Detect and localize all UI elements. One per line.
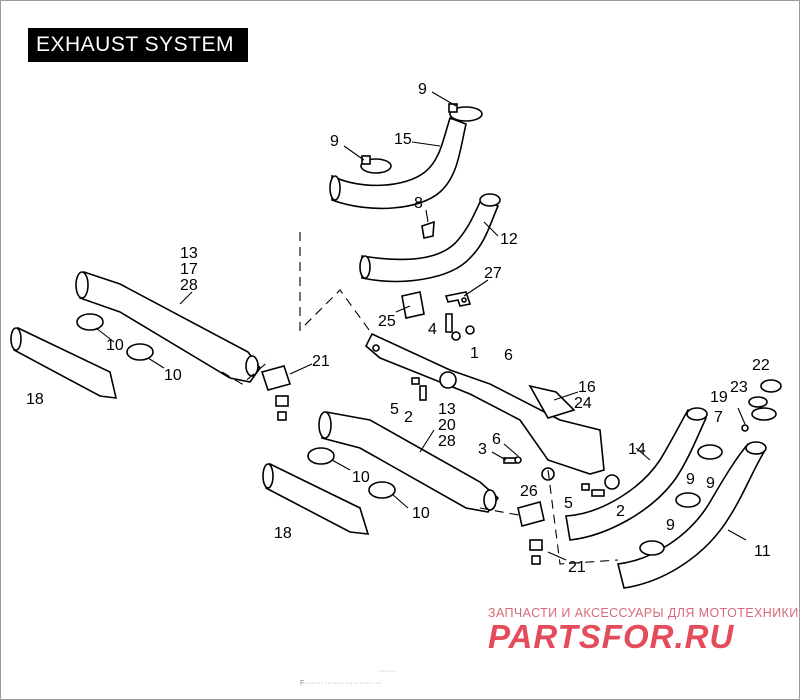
head-pipe-14 [565,407,708,541]
callout-10: 10 [412,505,430,522]
muffler-upper [75,270,261,383]
page-title: EXHAUST SYSTEM [28,28,248,62]
callout-16: 16 [578,379,596,396]
head-pipe-11 [617,441,767,589]
callout-5: 5 [564,495,573,512]
clamp-9-right-c [639,540,665,556]
callout-27: 27 [484,265,502,282]
callout-5: 5 [390,401,399,418]
callout-24: 24 [574,395,592,412]
callout-10: 10 [164,367,182,384]
head-pipe-15 [329,116,467,210]
callout-11: 11 [754,543,771,560]
alignment-line-3 [479,507,525,517]
callout-23: 23 [730,379,748,396]
fastener-5-2-left [411,377,427,401]
callout-13: 13 [438,401,456,418]
callout-14: 14 [628,441,646,458]
callout-1: 1 [470,345,479,362]
watermark-brand[interactable]: PARTSFOR.RU [488,618,735,655]
leader-lines [95,91,747,561]
callout-9: 9 [666,517,675,534]
alignment-line-2 [221,359,271,385]
bolt-1-washer-6 [451,325,475,341]
muffler-lower [318,411,500,513]
alignment-line-1 [299,232,373,335]
callout-9: 9 [330,133,339,150]
footer-line-1: ········ [378,668,397,675]
plug-8 [421,220,435,239]
clamp-9-upper [448,103,483,122]
callout-15: 15 [394,131,412,148]
watermark-tagline: ЗАПЧАСТИ И АКСЕССУАРЫ ДЛЯ МОТОТЕХНИКИ [488,606,799,620]
head-pipe-12 [359,193,501,283]
callout-6: 6 [492,431,501,448]
bracket-21-upper [260,365,292,421]
callout-25: 25 [378,313,396,330]
callout-3: 3 [478,441,487,458]
callout-2: 2 [404,409,413,426]
gasket-22-23-19 [741,379,782,432]
callout-28: 28 [180,277,198,294]
callout-9: 9 [706,475,715,492]
clamp-9-right-a [697,444,723,460]
bracket-21-lower [517,467,555,565]
callout-7: 7 [714,409,723,426]
callout-9: 9 [686,471,695,488]
callout-21: 21 [568,559,586,576]
alignment-line-4 [547,469,619,565]
clamp-10-d [368,481,396,499]
callout-18: 18 [26,391,44,408]
callout-21: 21 [312,353,330,370]
end-cap-18-lower [262,462,370,535]
callout-26: 26 [520,483,538,500]
callout-labels: 9 9 15 8 12 13 17 28 27 25 4 1 6 10 10 1… [26,81,771,576]
clamp-9-left [360,155,392,174]
clamp-10-b [126,343,154,361]
clamp-10-c [307,447,335,465]
callout-17: 17 [180,261,198,278]
callout-28: 28 [438,433,456,450]
callout-20: 20 [438,417,456,434]
callout-19: 19 [710,389,728,406]
end-cap-18-upper [10,326,118,399]
callout-10: 10 [352,469,370,486]
bolt-4 [445,313,453,333]
callout-18: 18 [274,525,292,542]
callout-22: 22 [752,357,770,374]
footer-line-2: F········ ········ ··· ········ ··· [300,680,382,687]
fastener-3-6 [503,456,522,464]
callout-9: 9 [418,81,427,98]
callout-2: 2 [616,503,625,520]
clamp-9-right-b [675,492,701,508]
clamp-10-a [76,313,104,331]
callout-6: 6 [504,347,513,364]
callout-10: 10 [106,337,124,354]
mount-bracket-16 [365,332,620,490]
callout-12: 12 [500,231,518,248]
fastener-5-2-right [581,483,605,497]
callout-13: 13 [180,245,198,262]
bracket-25 [401,291,425,319]
callout-4: 4 [428,321,437,338]
callout-8: 8 [414,195,423,212]
